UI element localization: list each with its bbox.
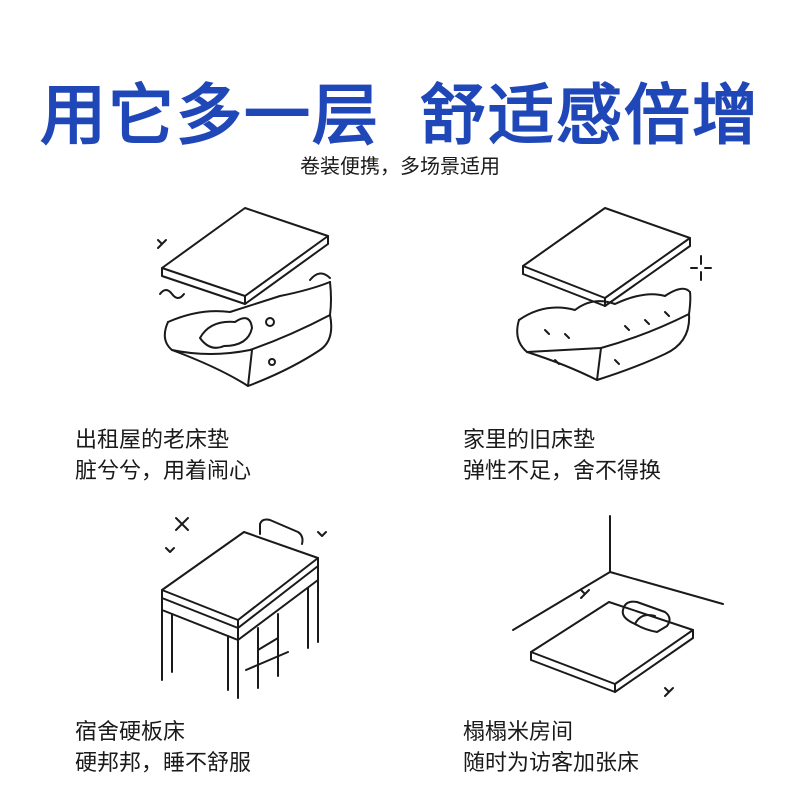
- caption-line2: 脏兮兮，用着闹心: [75, 459, 252, 484]
- caption-line1: 出租屋的老床垫: [75, 428, 230, 453]
- caption-line1: 榻榻米房间: [463, 720, 574, 745]
- floor-mat-with-pillow-icon: [505, 512, 730, 712]
- topper-over-stained-mattress-icon: [140, 200, 360, 400]
- topper-on-dorm-bed-icon: [148, 510, 348, 705]
- caption-old-home-mattress: 家里的旧床垫 弹性不足，舍不得换: [463, 425, 661, 487]
- headline-part1: 用它多一层: [40, 77, 380, 154]
- headline-part2: 舒适感倍增: [420, 77, 760, 154]
- caption-dorm-bed: 宿舍硬板床 硬邦邦，睡不舒服: [75, 717, 251, 779]
- caption-line1: 家里的旧床垫: [463, 428, 596, 453]
- caption-tatami-room: 榻榻米房间 随时为访客加张床: [463, 717, 639, 779]
- caption-line2: 随时为访客加张床: [463, 751, 640, 776]
- subtitle: 卷装便携，多场景适用: [300, 154, 500, 178]
- topper-over-worn-mattress-icon: [505, 200, 730, 400]
- caption-rental-mattress: 出租屋的老床垫 脏兮兮，用着闹心: [75, 425, 251, 487]
- caption-line2: 弹性不足，舍不得换: [463, 459, 662, 484]
- caption-line2: 硬邦邦，睡不舒服: [75, 751, 252, 776]
- caption-line1: 宿舍硬板床: [75, 720, 186, 745]
- headline: 用它多一层舒适感倍增: [0, 62, 800, 158]
